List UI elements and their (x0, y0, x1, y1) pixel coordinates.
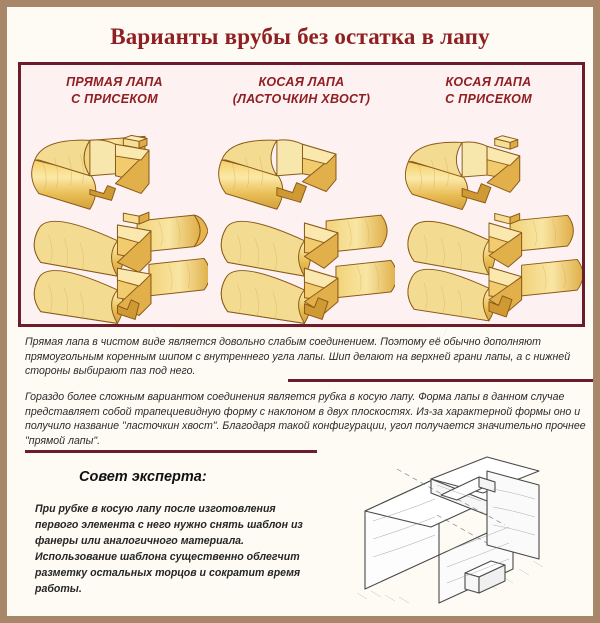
column-heading-line2: С ПРИСЕКОМ (445, 92, 532, 106)
divider-rule-bottom (25, 450, 317, 453)
column-heading-dovetail-tenon: КОСАЯ ЛАПА С ПРИСЕКОМ (395, 74, 582, 108)
joint-illustrations (21, 117, 582, 324)
joint-column-dovetail-tenon (395, 117, 582, 324)
column-heading-line1: ПРЯМАЯ ЛАПА (66, 75, 163, 89)
column-heading-straight-paw: ПРЯМАЯ ЛАПА С ПРИСЕКОМ (21, 74, 208, 108)
joint-column-straight-paw (21, 117, 208, 324)
column-heading-line2: (ЛАСТОЧКИН ХВОСТ) (232, 92, 371, 106)
joint-column-dovetail (208, 117, 395, 324)
column-heading-dovetail: КОСАЯ ЛАПА (ЛАСТОЧКИН ХВОСТ) (208, 74, 395, 108)
page-title: Варианты врубы без остатка в лапу (110, 24, 490, 49)
column-headings: ПРЯМАЯ ЛАПА С ПРИСЕКОМ КОСАЯ ЛАПА (ЛАСТО… (21, 74, 582, 108)
technical-drawing (337, 455, 587, 615)
column-heading-line1: КОСАЯ ЛАПА (445, 75, 532, 89)
expert-tip-text: При рубке в косую лапу после изготовлени… (35, 503, 303, 595)
illustration-panel: ПРЯМАЯ ЛАПА С ПРИСЕКОМ КОСАЯ ЛАПА (ЛАСТО… (18, 62, 585, 327)
paragraph-dovetail: Гораздо более сложным вариантом соединен… (25, 391, 586, 447)
expert-tip-heading: Совет эксперта: (79, 469, 207, 485)
paragraph-straight-paw: Прямая лапа в чистом виде является довол… (25, 336, 571, 378)
column-heading-line1: КОСАЯ ЛАПА (258, 75, 345, 89)
divider-rule-top (288, 379, 593, 382)
column-heading-line2: С ПРИСЕКОМ (71, 92, 158, 106)
